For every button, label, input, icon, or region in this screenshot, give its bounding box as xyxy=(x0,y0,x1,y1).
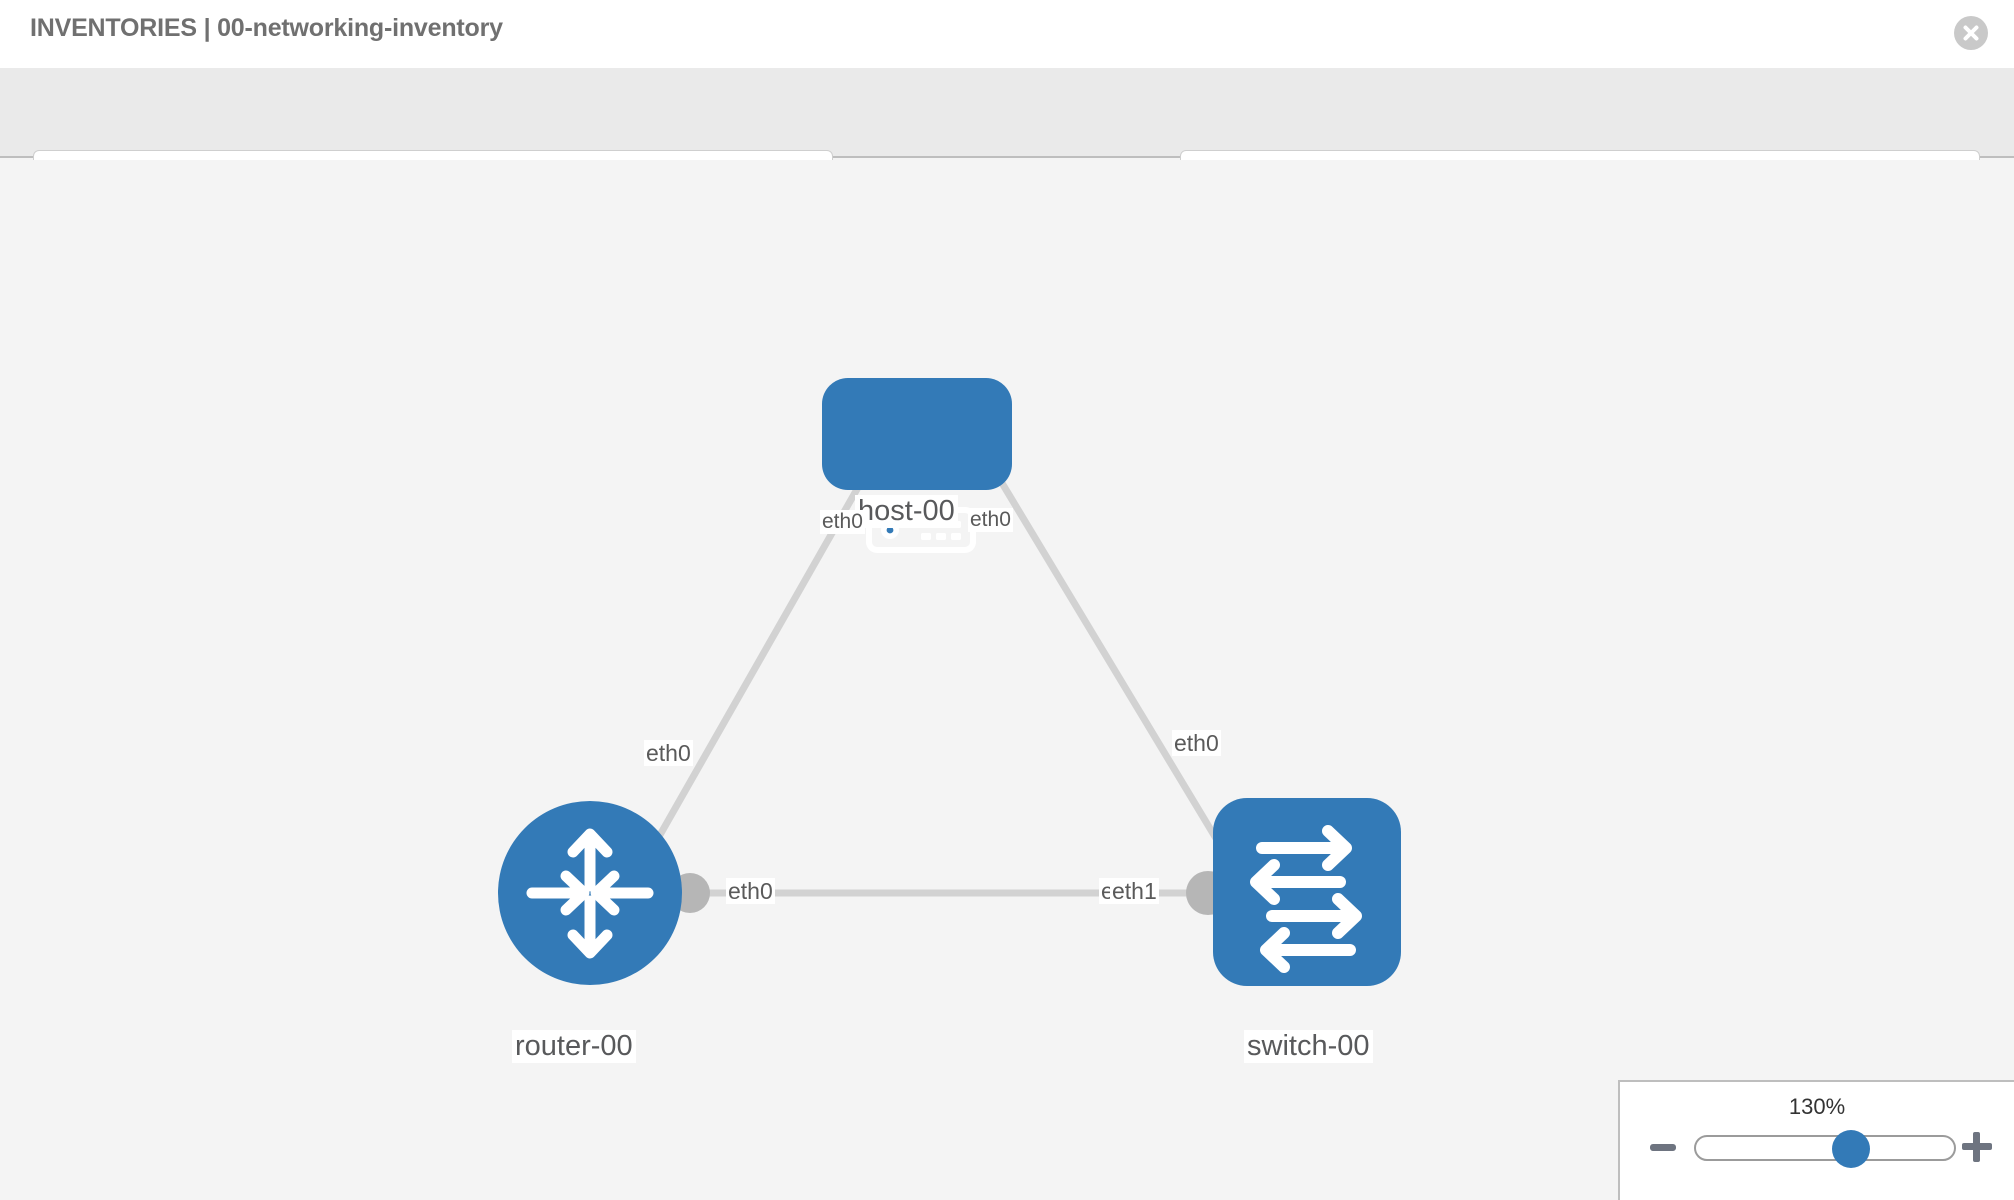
node-label-router-00: router-00 xyxy=(512,1030,636,1063)
node-label-switch-00: switch-00 xyxy=(1244,1030,1373,1063)
switch-node-shape xyxy=(1213,798,1401,986)
node-label-host-00: host-00 xyxy=(855,495,958,528)
edge-label-router-right: eth0 xyxy=(726,878,775,905)
zoom-slider[interactable] xyxy=(1694,1130,1956,1168)
page-header: INVENTORIES | 00-networking-inventory xyxy=(0,0,2014,68)
edge-label-host-right: eth0 xyxy=(968,508,1013,533)
topology-graph xyxy=(498,378,1401,986)
edge-label-host-left: eth0 xyxy=(820,510,865,535)
close-icon[interactable] xyxy=(1954,16,1988,50)
edge-label-switch-left: eth1 xyxy=(1110,878,1159,905)
router-arrows-icon xyxy=(526,828,654,959)
zoom-slider-handle[interactable] xyxy=(1832,1130,1870,1168)
page-title: INVENTORIES | 00-networking-inventory xyxy=(30,14,503,42)
router-node-shape xyxy=(498,801,682,985)
node-router-00[interactable] xyxy=(498,801,682,985)
host-node-shape xyxy=(822,378,1012,490)
topology-canvas[interactable]: host-00 router-00 switch-00 eth0 eth0 et… xyxy=(0,160,2014,1200)
switch-arrows-icon xyxy=(1250,825,1362,973)
zoom-percent-label: 130% xyxy=(1788,1094,1846,1119)
edge-label-switch-upper: eth0 xyxy=(1172,730,1221,757)
toolbar: ACTIONS SEARCH xyxy=(0,68,2014,202)
minus-icon[interactable] xyxy=(1650,1144,1676,1151)
plus-icon[interactable] xyxy=(1962,1132,1992,1162)
node-switch-00[interactable] xyxy=(1213,798,1401,986)
zoom-control-panel: 130% xyxy=(1618,1080,2014,1200)
edge-label-router-upper: eth0 xyxy=(644,740,693,767)
